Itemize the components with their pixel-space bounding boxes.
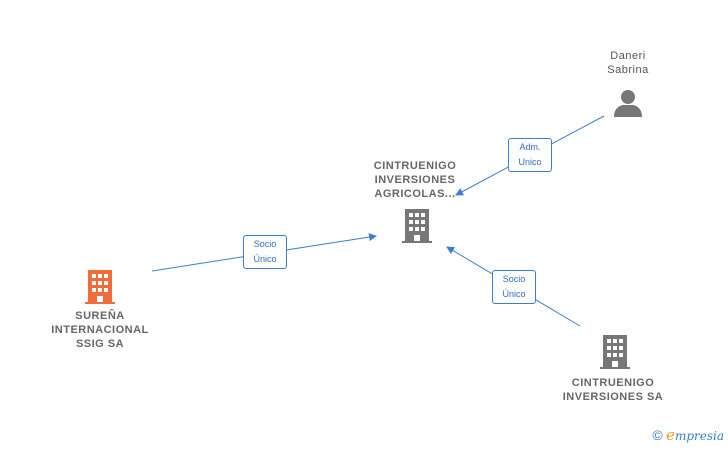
brand-logo: © empresia [652,426,724,444]
company-name-line1: CINTRUENIGO [571,377,655,389]
node-cintruenigo-inversiones-sa[interactable]: CINTRUENIGO INVERSIONES SA [553,376,673,404]
copyright-symbol: © [652,427,663,443]
building-icon-focus[interactable] [85,270,115,304]
company-name-line3: SSIG SA [75,338,125,350]
company-name-line2: INTERNACIONAL [51,324,149,336]
edge-label-line1: Socio [502,274,526,284]
edge-label-line1: Adm. [519,142,541,152]
brand-logo-e: e [666,426,675,444]
company-name-line1: CINTRUENIGO [373,160,457,172]
company-name-line2: INVERSIONES SA [562,391,664,403]
edge-label-line2: Unico [518,157,542,167]
edge-label-line2: Único [502,289,526,299]
company-name-line1: SUREÑA [75,310,125,322]
person-name-line1: Daneri [610,50,646,62]
building-icon[interactable] [402,209,432,243]
edge-label-socio-unico-right: Socio Único [492,270,536,304]
edge-label-line1: Socio [253,239,277,249]
company-name-line3: AGRICOLAS... [374,188,456,200]
building-icon[interactable] [600,335,630,369]
node-daneri-sabrina[interactable]: Daneri Sabrina [580,49,676,77]
node-surena-internacional[interactable]: SUREÑA INTERNACIONAL SSIG SA [40,309,160,351]
person-name-line2: Sabrina [607,64,649,76]
node-cintruenigo-inversiones-agricolas[interactable]: CINTRUENIGO INVERSIONES AGRICOLAS... [355,159,475,201]
edge-label-line2: Único [253,254,277,264]
brand-logo-text: mpresia [674,429,724,443]
edge-label-socio-unico-left: Socio Único [243,235,287,269]
edge-label-adm-unico: Adm. Unico [508,138,552,172]
person-icon[interactable] [613,88,643,118]
company-name-line2: INVERSIONES [374,174,456,186]
